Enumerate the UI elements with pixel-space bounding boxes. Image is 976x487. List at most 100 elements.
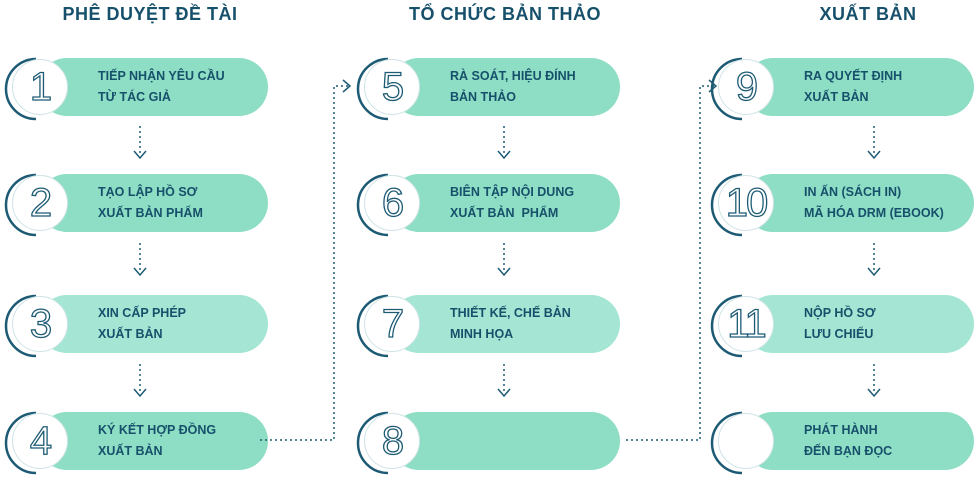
- step-pill: [744, 295, 974, 353]
- step-label-line2: BẢN THẢO: [450, 90, 516, 104]
- step-label-line2: XUẤT BẢN PHẨM: [98, 206, 203, 220]
- arrow-down-icon: [497, 126, 511, 160]
- step-1: 1 TIẾP NHẬN YÊU CẦU TỪ TÁC GIẢ: [4, 57, 268, 121]
- arrow-down-icon: [497, 364, 511, 398]
- step-label-line2: ĐẾN BẠN ĐỌC: [804, 444, 893, 458]
- arrow-down-icon: [867, 126, 881, 160]
- step-number-circle: [718, 413, 774, 469]
- step-7: 7 THIẾT KẾ, CHẾ BẢN MINH HỌA: [356, 294, 620, 358]
- step-label-line2: XUẤT BẢN: [804, 90, 869, 104]
- step-pill: [744, 174, 974, 232]
- step-6: 6 BIÊN TẬP NỘI DUNG XUẤT BẢN PHẨM: [356, 173, 620, 237]
- step-number: 6: [381, 181, 405, 225]
- step-number: 10: [725, 181, 769, 225]
- step-number: 9: [735, 65, 759, 109]
- step-label-line1: THIẾT KẾ, CHẾ BẢN: [450, 306, 571, 320]
- step-arc-icon: [356, 57, 389, 121]
- step-label-line1: RÀ SOÁT, HIỆU ĐÍNH: [450, 69, 576, 83]
- step-number: 3: [29, 302, 53, 346]
- step-number: 2: [29, 181, 53, 225]
- step-arc-icon: [710, 411, 743, 475]
- step-label: RÀ SOÁT, HIỆU ĐÍNH BẢN THẢO: [450, 66, 615, 108]
- step-number: 7: [381, 302, 405, 346]
- step-number: 1: [29, 65, 53, 109]
- arrow-down-icon: [867, 364, 881, 398]
- step-arc-icon: [4, 173, 37, 237]
- step-label: TẠO LẬP HỒ SƠ XUẤT BẢN PHẨM: [98, 182, 263, 224]
- step-5: 5 RÀ SOÁT, HIỆU ĐÍNH BẢN THẢO: [356, 57, 620, 121]
- step-4: 4 KÝ KẾT HỢP ĐỒNG XUẤT BẢN: [4, 411, 268, 475]
- step-pill: [744, 58, 974, 116]
- step-12: PHÁT HÀNH ĐẾN BẠN ĐỌC: [710, 411, 974, 475]
- step-label: KÝ KẾT HỢP ĐỒNG XUẤT BẢN: [98, 420, 263, 462]
- step-number-circle: 4: [12, 413, 68, 469]
- step-arc-icon: [710, 173, 743, 237]
- step-arc-icon: [356, 294, 389, 358]
- step-label-line1: TIẾP NHẬN YÊU CẦU: [98, 69, 225, 83]
- step-label-line1: TẠO LẬP HỒ SƠ: [98, 185, 198, 199]
- step-label: [450, 420, 615, 462]
- step-label-line2: MINH HỌA: [450, 327, 514, 341]
- arrow-down-icon: [133, 364, 147, 398]
- step-pill: [390, 412, 620, 470]
- step-number: 5: [381, 65, 405, 109]
- step-label: BIÊN TẬP NỘI DUNG XUẤT BẢN PHẨM: [450, 182, 615, 224]
- step-number: 8: [381, 419, 405, 463]
- step-label-line1: NỘP HỒ SƠ: [804, 306, 876, 320]
- step-pill: [38, 412, 268, 470]
- step-label-line1: IN ẤN (SÁCH IN): [804, 185, 902, 199]
- step-label-line2: TỪ TÁC GIẢ: [98, 90, 171, 104]
- column-title-manuscript: TỔ CHỨC BẢN THẢO: [409, 4, 601, 24]
- step-pill: [390, 58, 620, 116]
- step-arc-icon: [4, 411, 37, 475]
- step-pill: [38, 295, 268, 353]
- step-label-line1: PHÁT HÀNH: [804, 423, 878, 437]
- step-number-circle: 3: [12, 296, 68, 352]
- step-label-line2: MÃ HÓA DRM (EBOOK): [804, 206, 944, 220]
- step-label-line2: LƯU CHIỂU: [804, 327, 874, 341]
- step-pill: [390, 174, 620, 232]
- step-label-line1: XIN CẤP PHÉP: [98, 306, 186, 320]
- step-label: NỘP HỒ SƠ LƯU CHIỂU: [804, 303, 969, 345]
- step-number: 11: [727, 302, 768, 346]
- column-connector-1-icon: [260, 79, 352, 441]
- step-arc-icon: [4, 57, 37, 121]
- step-number-circle: 6: [364, 175, 420, 231]
- step-number-circle: 10: [718, 175, 774, 231]
- column-title-approval: PHÊ DUYỆT ĐỀ TÀI: [62, 4, 238, 24]
- step-10: 10 IN ẤN (SÁCH IN) MÃ HÓA DRM (EBOOK): [710, 173, 974, 237]
- step-label-line2: XUẤT BẢN PHẨM: [450, 206, 559, 220]
- step-arc-icon: [356, 411, 389, 475]
- step-2: 2 TẠO LẬP HỒ SƠ XUẤT BẢN PHẨM: [4, 173, 268, 237]
- step-label: TIẾP NHẬN YÊU CẦU TỪ TÁC GIẢ: [98, 66, 263, 108]
- step-arc-icon: [4, 294, 37, 358]
- step-number-circle: 8: [364, 413, 420, 469]
- step-pill: [38, 58, 268, 116]
- step-pill: [744, 412, 974, 470]
- step-pill: [390, 295, 620, 353]
- step-arc-icon: [710, 294, 743, 358]
- step-label: IN ẤN (SÁCH IN) MÃ HÓA DRM (EBOOK): [804, 182, 969, 224]
- step-number-circle: 1: [12, 59, 68, 115]
- step-number-circle: 2: [12, 175, 68, 231]
- arrow-down-icon: [133, 126, 147, 160]
- step-number-circle: 7: [364, 296, 420, 352]
- step-label: PHÁT HÀNH ĐẾN BẠN ĐỌC: [804, 420, 969, 462]
- arrow-down-icon: [133, 243, 147, 277]
- step-number-circle: 11: [718, 296, 774, 352]
- step-label-line1: KÝ KẾT HỢP ĐỒNG: [98, 423, 217, 437]
- step-number-circle: 5: [364, 59, 420, 115]
- step-8: 8: [356, 411, 620, 475]
- column-title-publishing: XUẤT BẢN: [819, 4, 917, 24]
- step-pill: [38, 174, 268, 232]
- step-number-circle: 9: [718, 59, 774, 115]
- arrow-down-icon: [497, 243, 511, 277]
- step-11: 11 NỘP HỒ SƠ LƯU CHIỂU: [710, 294, 974, 358]
- step-label-line1: BIÊN TẬP NỘI DUNG: [450, 185, 575, 199]
- step-label-line2: XUẤT BẢN: [98, 444, 163, 458]
- column-connector-2-icon: [626, 79, 718, 441]
- step-number: 4: [29, 419, 53, 463]
